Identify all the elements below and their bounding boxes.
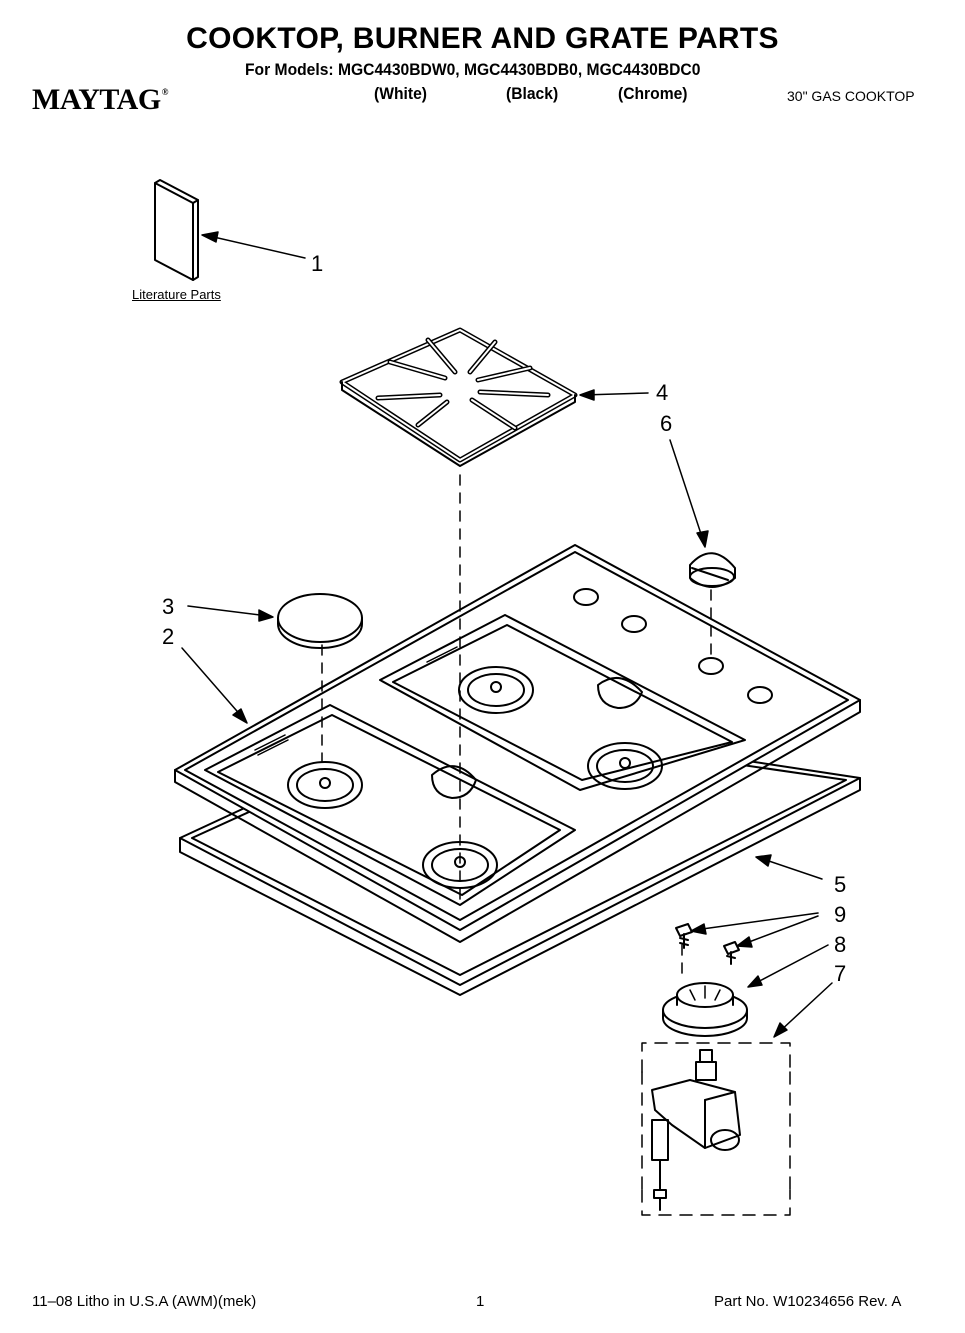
brand-logo: MAYTAG® (32, 83, 168, 117)
grate-icon (339, 327, 578, 467)
literature-booklet-icon (154, 179, 199, 281)
finish-black: (Black) (506, 84, 559, 103)
knob-icon (689, 552, 736, 588)
callout-6: 6 (660, 411, 673, 436)
cooktop-type: 30" GAS COOKTOP (787, 88, 915, 104)
registered-mark: ® (161, 87, 169, 97)
print-info: 11–08 Litho in U.S.A (AWM)(mek) (32, 1293, 257, 1310)
callout-2: 2 (162, 624, 175, 649)
cooktop-icon (174, 544, 861, 943)
leader-lines (181, 231, 833, 1038)
models-line: For Models: MGC4430BDW0, MGC4430BDB0, MG… (245, 60, 701, 79)
orifice-assembly-box (641, 1042, 791, 1216)
callout-8: 8 (834, 932, 847, 957)
callout-9: 9 (834, 902, 847, 927)
page-title: COOKTOP, BURNER AND GRATE PARTS (186, 22, 779, 55)
finish-white: (White) (374, 84, 427, 103)
literature-parts-label: Literature Parts (132, 287, 221, 302)
page-number: 1 (476, 1293, 485, 1310)
valve-assembly-icon (651, 1049, 741, 1211)
callout-1: 1 (311, 251, 324, 276)
callout-4: 4 (656, 380, 669, 405)
screw-icon (723, 941, 740, 965)
callout-7: 7 (834, 961, 847, 986)
screw-icon (675, 923, 693, 949)
callout-5: 5 (834, 872, 847, 897)
callout-3: 3 (162, 594, 175, 619)
part-number: Part No. W10234656 Rev. A (714, 1293, 902, 1310)
burner-base-icon (662, 982, 748, 1037)
finish-chrome: (Chrome) (618, 84, 688, 103)
burner-cap-icon (277, 593, 363, 649)
brand-name: MAYTAG (32, 83, 161, 116)
